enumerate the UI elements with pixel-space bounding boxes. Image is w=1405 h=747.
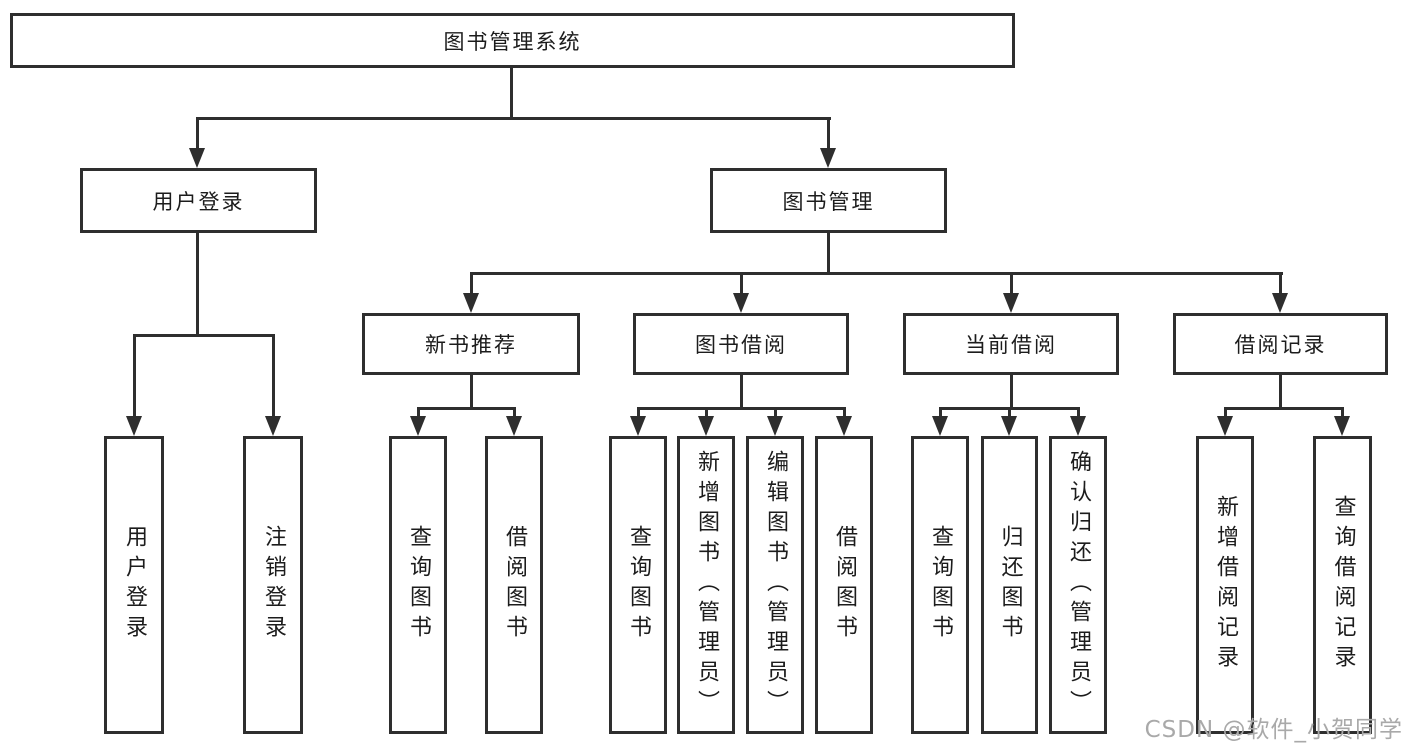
connector-line: [740, 272, 743, 296]
node-book-borrowing: 图书借阅: [633, 313, 849, 375]
connector-arrow: [1272, 293, 1288, 313]
leaf-rec-borrow-books: 借阅图书: [485, 436, 543, 734]
connector-arrow: [189, 148, 205, 168]
connector-line: [470, 272, 473, 296]
node-borrowing-records: 借阅记录: [1173, 313, 1388, 375]
connector-arrow: [630, 416, 646, 436]
node-label: 借阅图书: [502, 525, 527, 645]
leaf-current-query-books: 查询图书: [911, 436, 969, 734]
connector-line: [470, 375, 473, 407]
connector-line: [1279, 272, 1282, 296]
connector-arrow: [1001, 416, 1017, 436]
connector-line: [1341, 407, 1344, 418]
node-label: 查询图书: [626, 525, 651, 645]
connector-line: [1224, 407, 1227, 418]
connector-line: [1010, 272, 1013, 296]
node-label: 编辑图书（管理员）: [763, 450, 788, 720]
connector-line: [513, 407, 516, 418]
connector-line: [1008, 407, 1011, 418]
leaf-rec-query-books: 查询图书: [389, 436, 447, 734]
node-label: 新增图书（管理员）: [694, 450, 719, 720]
connector-line: [1077, 407, 1080, 418]
node-label: 图书管理系统: [443, 29, 582, 54]
node-label: 注销登录: [261, 525, 286, 645]
connector-line: [196, 117, 199, 151]
leaf-records-add-borrow-record: 新增借阅记录: [1196, 436, 1254, 734]
connector-arrow: [698, 416, 714, 436]
node-library-management-system: 图书管理系统: [10, 13, 1015, 68]
node-user-login: 用户登录: [80, 168, 317, 233]
connector-arrow: [265, 416, 281, 436]
node-book-management: 图书管理: [710, 168, 947, 233]
connector-line: [196, 233, 199, 334]
connector-line: [470, 272, 1283, 275]
connector-arrow: [932, 416, 948, 436]
leaf-borrow-add-books-admin: 新增图书（管理员）: [677, 436, 735, 734]
connector-line: [133, 334, 275, 337]
connector-arrow: [410, 416, 426, 436]
connector-arrow: [1217, 416, 1233, 436]
connector-line: [637, 407, 640, 418]
connector-line: [272, 334, 275, 418]
connector-arrow: [820, 148, 836, 168]
connector-line: [196, 117, 831, 120]
connector-arrow: [733, 293, 749, 313]
connector-line: [637, 407, 846, 410]
connector-arrow: [1334, 416, 1350, 436]
node-label: 图书借阅: [695, 333, 787, 357]
connector-arrow: [126, 416, 142, 436]
node-new-book-recommendation: 新书推荐: [362, 313, 580, 375]
connector-line: [1224, 407, 1344, 410]
node-label: 用户登录: [152, 189, 245, 214]
connector-line: [1010, 375, 1013, 407]
connector-line: [827, 233, 830, 272]
csdn-watermark: CSDN @软件_小贺同学: [1144, 717, 1403, 743]
connector-line: [740, 375, 743, 407]
leaf-logout: 注销登录: [243, 436, 303, 734]
connector-line: [827, 117, 830, 151]
connector-line: [774, 407, 777, 418]
connector-arrow: [836, 416, 852, 436]
connector-line: [939, 407, 942, 418]
leaf-current-confirm-return-admin: 确认归还（管理员）: [1049, 436, 1107, 734]
node-label: 借阅图书: [832, 525, 857, 645]
leaf-user-login: 用户登录: [104, 436, 164, 734]
node-label: 归还图书: [997, 525, 1023, 645]
node-label: 确认归还（管理员）: [1066, 450, 1091, 720]
connector-line: [705, 407, 708, 418]
connector-arrow: [1003, 293, 1019, 313]
connector-arrow: [463, 293, 479, 313]
connector-line: [417, 407, 516, 410]
node-label: 当前借阅: [965, 333, 1057, 357]
connector-line: [417, 407, 420, 418]
node-label: 查询图书: [928, 525, 953, 645]
node-label: 查询借阅记录: [1330, 495, 1356, 675]
leaf-current-return-books: 归还图书: [981, 436, 1038, 734]
connector-arrow: [506, 416, 522, 436]
node-label: 新书推荐: [425, 333, 517, 357]
connector-line: [510, 68, 513, 120]
connector-line: [1279, 375, 1282, 407]
node-label: 借阅记录: [1234, 333, 1327, 357]
node-label: 用户登录: [122, 525, 147, 645]
leaf-borrow-edit-books-admin: 编辑图书（管理员）: [746, 436, 804, 734]
connector-arrow: [1070, 416, 1086, 436]
node-label: 新增借阅记录: [1213, 495, 1238, 675]
node-current-borrowing: 当前借阅: [903, 313, 1119, 375]
leaf-records-query-borrow-record: 查询借阅记录: [1313, 436, 1372, 734]
connector-arrow: [767, 416, 783, 436]
node-label: 图书管理: [782, 189, 875, 214]
node-label: 查询图书: [406, 525, 431, 645]
leaf-borrow-query-books: 查询图书: [609, 436, 667, 734]
connector-line: [133, 334, 136, 418]
leaf-borrow-borrow-books: 借阅图书: [815, 436, 873, 734]
connector-line: [843, 407, 846, 418]
